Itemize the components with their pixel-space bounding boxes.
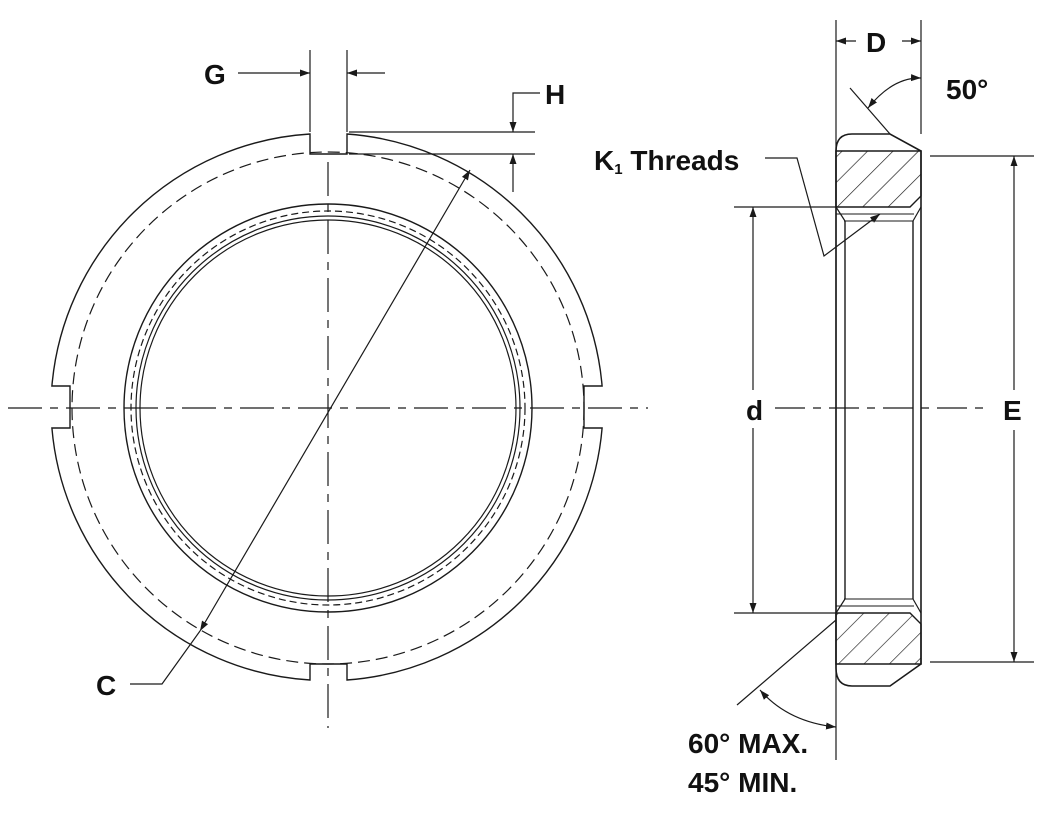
label-angle-50: 50° [946, 74, 988, 105]
front-view [8, 50, 648, 728]
c-leader [130, 630, 201, 685]
label-h: H [545, 79, 565, 110]
side-view [734, 20, 1034, 760]
bore-chamfer-tr [912, 206, 922, 222]
h-dimension-arrow-top [509, 92, 540, 132]
label-bore-d: d [746, 395, 763, 426]
label-d-width: D [866, 27, 886, 58]
label-c: C [96, 670, 116, 701]
label-chamfer-min: 45° MIN. [688, 767, 797, 798]
chamfer-angle-arc [759, 689, 837, 730]
side-body-outline [835, 133, 922, 687]
bore-chamfer-bl [835, 598, 846, 614]
c-diameter-line [199, 169, 471, 632]
section-hatch-top [835, 150, 922, 208]
angle-50-extension [849, 87, 891, 135]
label-threads-subscript: 1 [614, 161, 622, 178]
bore-chamfer-br [912, 598, 922, 614]
section-hatch-bottom [835, 612, 922, 665]
angle-50-arc [867, 74, 922, 109]
chamfer-extension [736, 619, 837, 706]
bore-chamfer-tl [835, 206, 846, 222]
label-threads-word: Threads [623, 145, 740, 176]
label-outer-e: E [1003, 395, 1022, 426]
label-g: G [204, 59, 226, 90]
outer-slotted-edge [51, 133, 603, 681]
label-chamfer-max: 60° MAX. [688, 728, 808, 759]
label-threads: K1 Threads [594, 145, 739, 178]
label-threads-letter: K [594, 145, 614, 176]
